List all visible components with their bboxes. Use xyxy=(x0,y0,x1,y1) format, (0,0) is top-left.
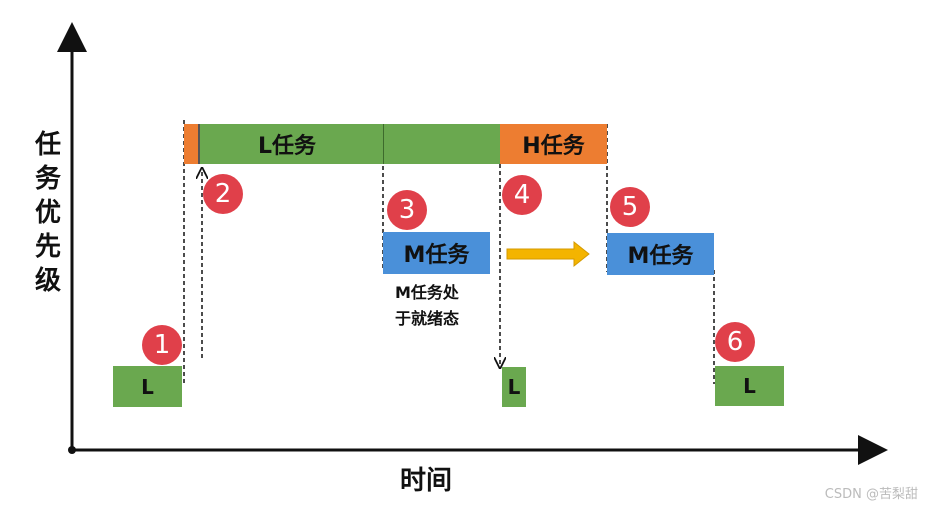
m-task-block-2: M任务 xyxy=(607,233,714,275)
marker-5: 5 xyxy=(610,187,650,227)
y-axis-label: 任务优先级 xyxy=(34,130,61,296)
note-line-1: M任务处 xyxy=(395,283,459,302)
note-line-2: 于就绪态 xyxy=(395,309,460,328)
origin-dot xyxy=(68,446,76,454)
h-task-block: H任务 xyxy=(500,124,607,164)
marker-2: 2 xyxy=(203,174,243,214)
m-task-block-1: M任务 xyxy=(383,232,490,274)
h-task-label: H任务 xyxy=(522,134,585,159)
l-start-block: L xyxy=(113,366,182,407)
l-task-label: L任务 xyxy=(258,134,317,159)
m-task-label-1: M任务 xyxy=(403,243,470,268)
marker-6: 6 xyxy=(715,322,755,362)
marker-1: 1 xyxy=(142,325,182,365)
watermark: CSDN @苦梨甜 xyxy=(824,487,918,502)
m-task-label-2: M任务 xyxy=(627,244,694,269)
l-end-block: L xyxy=(715,366,784,406)
l-task-divider xyxy=(383,124,384,164)
l-task-block: L任务 xyxy=(198,124,500,164)
transition-arrow xyxy=(506,240,590,268)
h-task-slice xyxy=(184,124,198,164)
m-ready-note: M任务处 于就绪态 xyxy=(395,280,459,332)
l-mid-label: L xyxy=(507,375,521,399)
l-start-label: L xyxy=(141,374,154,399)
marker-4: 4 xyxy=(502,175,542,215)
x-axis-label: 时间 xyxy=(400,466,453,496)
l-end-label: L xyxy=(743,374,756,398)
marker-3: 3 xyxy=(387,190,427,230)
l-mid-block: L xyxy=(502,367,526,407)
